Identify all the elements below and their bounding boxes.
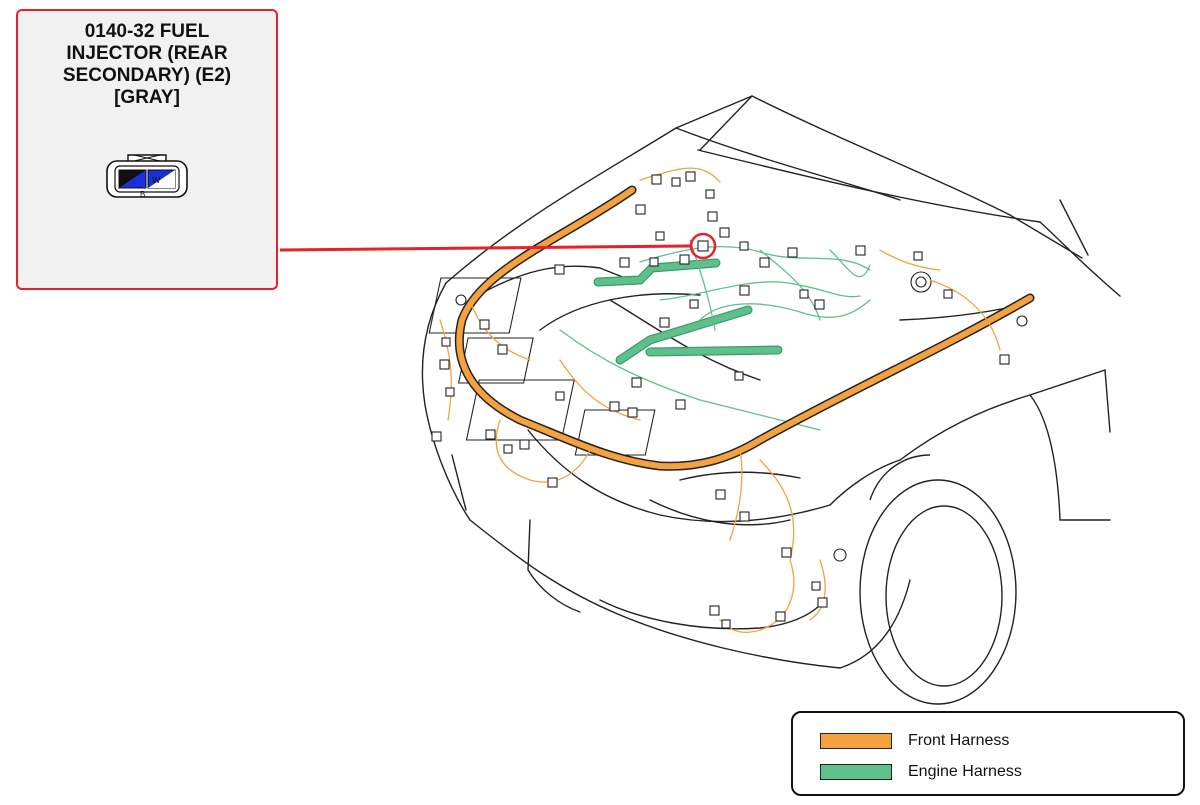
target-connector-marker bbox=[689, 232, 717, 260]
front-harness-swatch bbox=[820, 733, 892, 749]
callout-pointer-line bbox=[279, 244, 691, 252]
engine-harness-swatch bbox=[820, 764, 892, 780]
front-wheel bbox=[859, 454, 1017, 705]
connectors bbox=[431, 171, 1010, 629]
connector-callout: 0140-32 FUEL INJECTOR (REAR SECONDARY) (… bbox=[16, 9, 278, 290]
vehicle-outline bbox=[421, 95, 1121, 669]
legend-item-front-harness: Front Harness bbox=[820, 731, 1009, 751]
legend-label: Engine Harness bbox=[908, 763, 1022, 780]
legend-item-engine-harness: Engine Harness bbox=[820, 762, 1022, 782]
engine-harness bbox=[559, 239, 871, 431]
legend: Front Harness Engine Harness bbox=[791, 711, 1185, 796]
legend-label: Front Harness bbox=[908, 732, 1010, 749]
front-harness bbox=[439, 167, 1035, 634]
connector-icon: W B bbox=[106, 154, 188, 199]
connector-title: 0140-32 FUEL INJECTOR (REAR SECONDARY) (… bbox=[62, 21, 232, 108]
pin-b-half bbox=[119, 170, 146, 188]
pin-label-w: W bbox=[152, 175, 161, 185]
pin-label-b: B bbox=[140, 190, 145, 199]
